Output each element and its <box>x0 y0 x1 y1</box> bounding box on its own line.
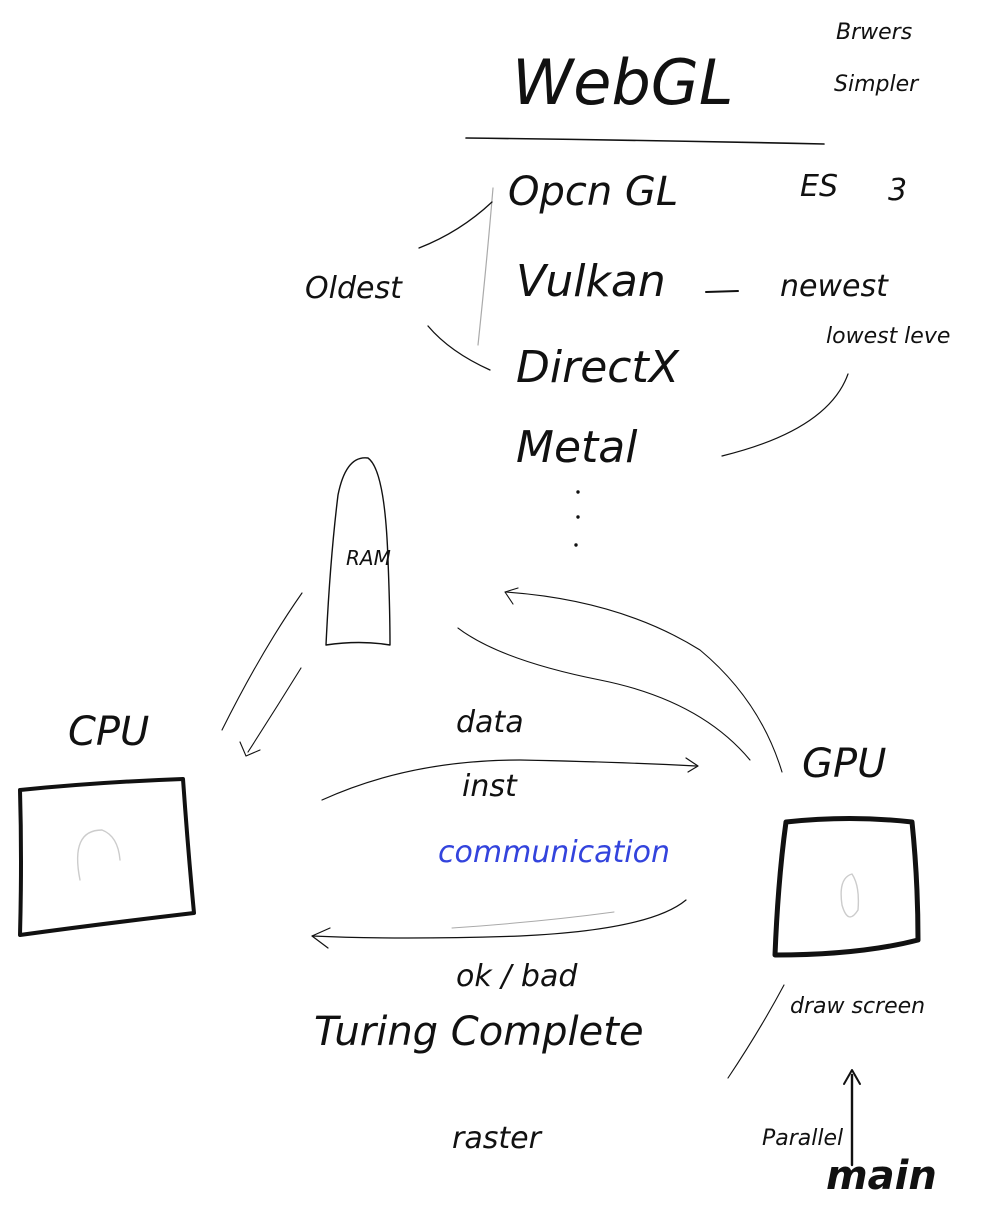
cpu-core <box>76 829 121 881</box>
title-webgl: WebGL <box>512 46 734 119</box>
okbad-arrow-faint <box>451 911 615 929</box>
cpu-chip <box>18 777 196 937</box>
api-bracket-line <box>477 187 494 346</box>
newest-label: newest <box>780 269 888 304</box>
oldest-connector-top <box>418 201 493 249</box>
dot-1 <box>576 490 580 494</box>
lowest-connector <box>721 373 849 457</box>
main-label: main <box>826 1153 937 1199</box>
ok-bad-label: ok / bad <box>456 959 578 994</box>
api-directx: DirectX <box>516 342 679 393</box>
dot-3 <box>574 543 578 547</box>
oldest-connector-bottom <box>427 325 491 371</box>
parallel-label: Parallel <box>762 1126 844 1151</box>
ram-label: RAM <box>346 546 391 570</box>
ram-to-cpu-arrowhead <box>239 741 261 757</box>
cpu-label: CPU <box>68 709 150 755</box>
okbad-arrow-head <box>311 927 331 949</box>
gpu-label: GPU <box>802 741 887 787</box>
gpu-core <box>840 873 860 918</box>
turing-label: Turing Complete <box>314 1009 644 1055</box>
gpu-to-ram-line-a <box>457 627 751 761</box>
ram-stick <box>325 457 391 646</box>
title-underline <box>465 137 825 145</box>
inst-label: inst <box>462 769 517 804</box>
dot-2 <box>576 515 580 519</box>
data-arrow-head <box>685 757 699 773</box>
api-vulkan: Vulkan <box>516 256 666 307</box>
oldest-label: Oldest <box>305 271 402 306</box>
vulkan-dash <box>705 290 739 293</box>
api-metal: Metal <box>516 422 638 473</box>
okbad-arrow-line <box>311 899 687 939</box>
data-arrow-line <box>321 759 697 801</box>
es-version: 3 <box>888 173 908 208</box>
gpu-chip <box>772 816 921 958</box>
communication-label: communication <box>438 835 671 870</box>
data-label: data <box>456 705 524 740</box>
ram-to-cpu-line-a <box>221 592 303 731</box>
draw-screen-label: draw screen <box>790 994 926 1019</box>
ram-to-cpu-line-b <box>247 667 302 753</box>
lowest-label: lowest leve <box>826 324 951 349</box>
browser-note-line2: Simpler <box>834 72 919 97</box>
api-opengl: Opcn GL <box>508 169 679 215</box>
raster-label: raster <box>452 1121 541 1156</box>
browser-note-line1: Brwers <box>836 20 913 45</box>
parallel-arrow-head <box>843 1069 861 1085</box>
gpu-to-ram-arrowhead <box>504 587 519 605</box>
es-label: ES <box>800 169 838 204</box>
gpu-screen-line <box>727 984 785 1079</box>
gpu-to-ram-line-b <box>504 591 783 773</box>
